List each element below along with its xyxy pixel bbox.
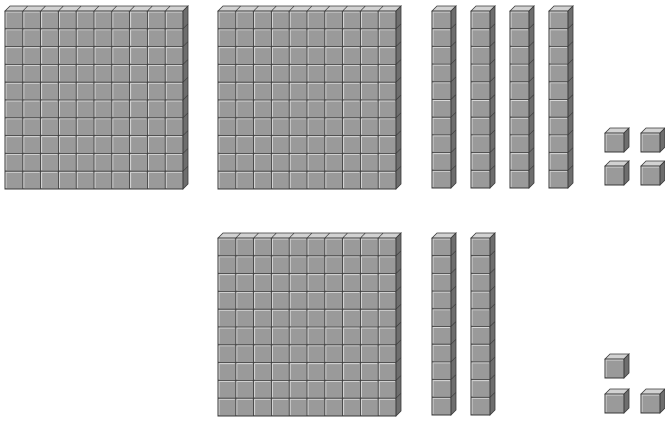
hundred-flat-block — [218, 6, 401, 189]
ten-rod-block — [510, 6, 534, 188]
ten-rod-block — [432, 233, 456, 415]
one-unit-cube — [641, 128, 665, 152]
hundred-flat-block — [218, 233, 401, 416]
hundred-flat-block — [5, 6, 188, 189]
ten-rod-block — [432, 6, 456, 188]
one-unit-cube — [605, 354, 629, 378]
one-unit-cube — [605, 161, 629, 185]
one-unit-cube — [641, 161, 665, 185]
ten-rod-block — [549, 6, 573, 188]
ten-rod-block — [471, 233, 495, 415]
one-unit-cube — [605, 128, 629, 152]
one-unit-cube — [605, 389, 629, 413]
one-unit-cube — [641, 389, 665, 413]
ten-rod-block — [471, 6, 495, 188]
